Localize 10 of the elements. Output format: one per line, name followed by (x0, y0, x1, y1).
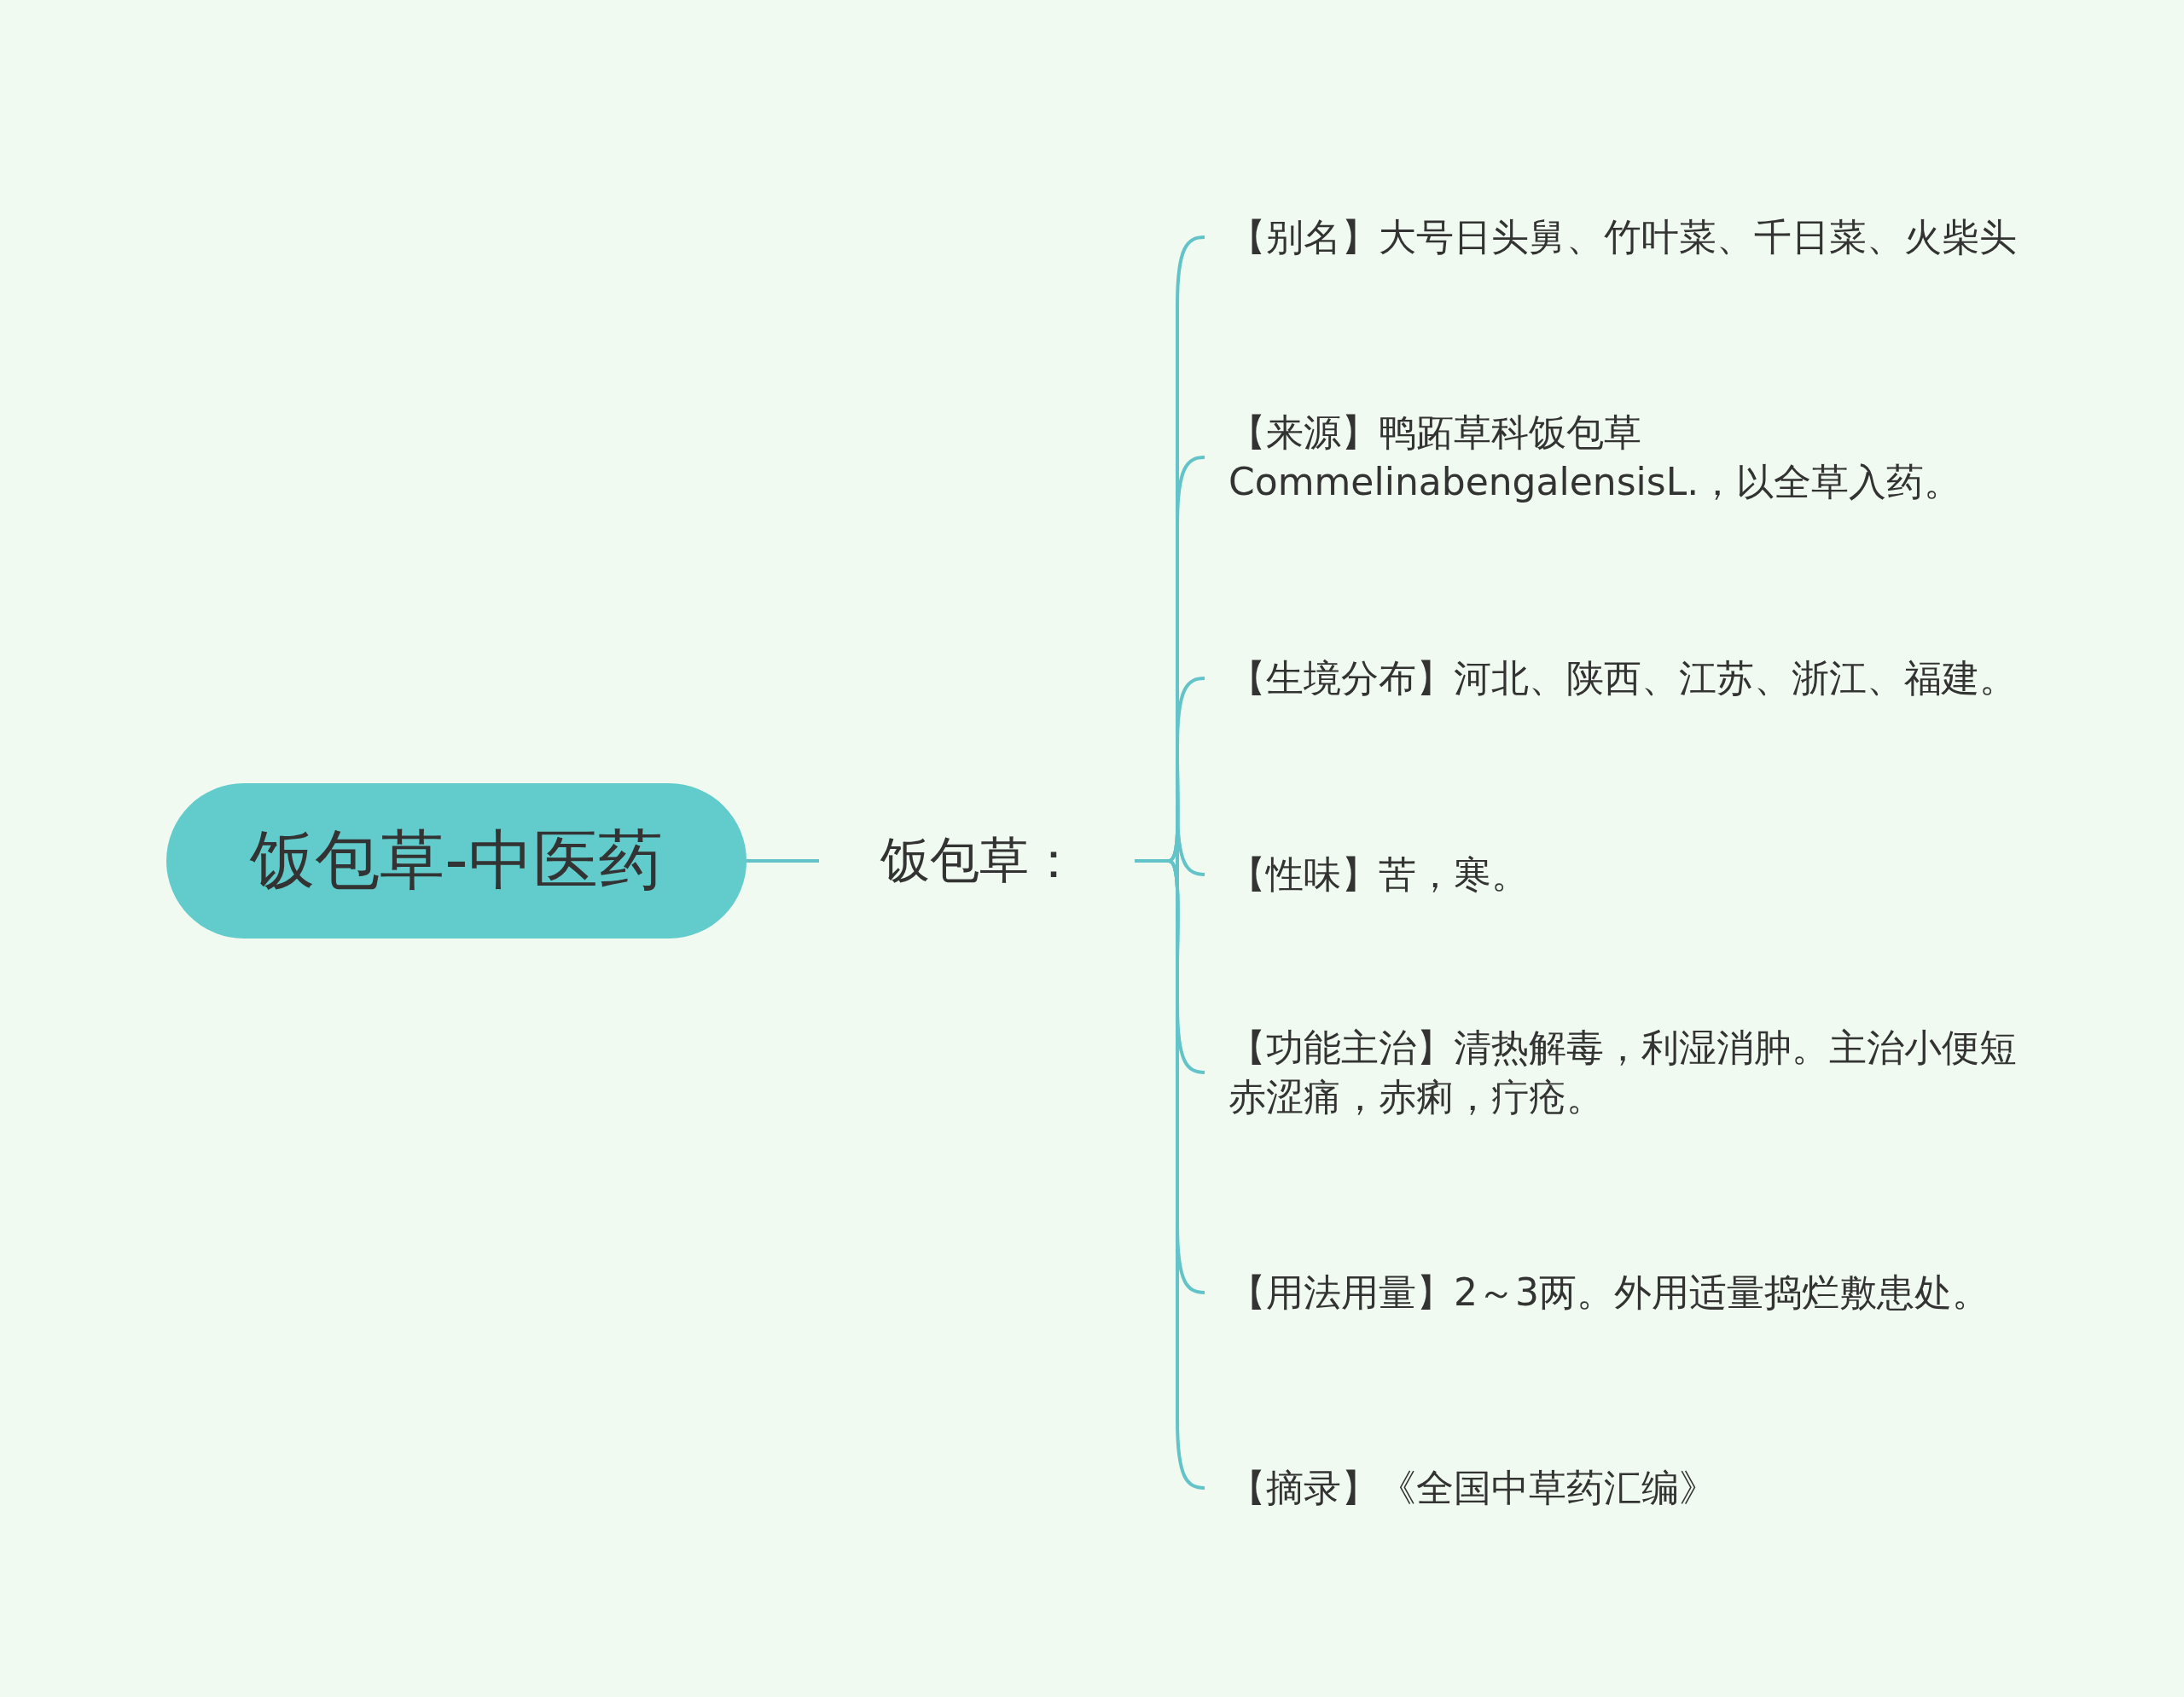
leaf-text: 【性味】苦，寒。 (1228, 851, 1529, 898)
leaf-text: 【来源】鸭跖草科饭包草CommelinabengalensisL.，以全草入药。 (1228, 410, 1963, 505)
leaf-text: 【生境分布】河北、陕西、江苏、浙江、福建。 (1228, 655, 2017, 701)
leaf-text: 【用法用量】2～3两。外用适量捣烂敷患处。 (1228, 1270, 1989, 1316)
connector-line (746, 859, 819, 863)
leaf-text: 【别名】大号日头舅、竹叶菜、千日菜、火柴头 (1228, 214, 2017, 260)
leaf-text: 【摘录】《全国中草药汇编》 (1228, 1465, 1716, 1511)
topic-pill: 饭包草-中医药 (166, 783, 746, 939)
leaf-text: 【功能主治】清热解毒，利湿消肿。主治小便短赤涩痛，赤痢，疔疮。 (1228, 1025, 2018, 1120)
branch-label: 饭包草： (880, 830, 1078, 891)
